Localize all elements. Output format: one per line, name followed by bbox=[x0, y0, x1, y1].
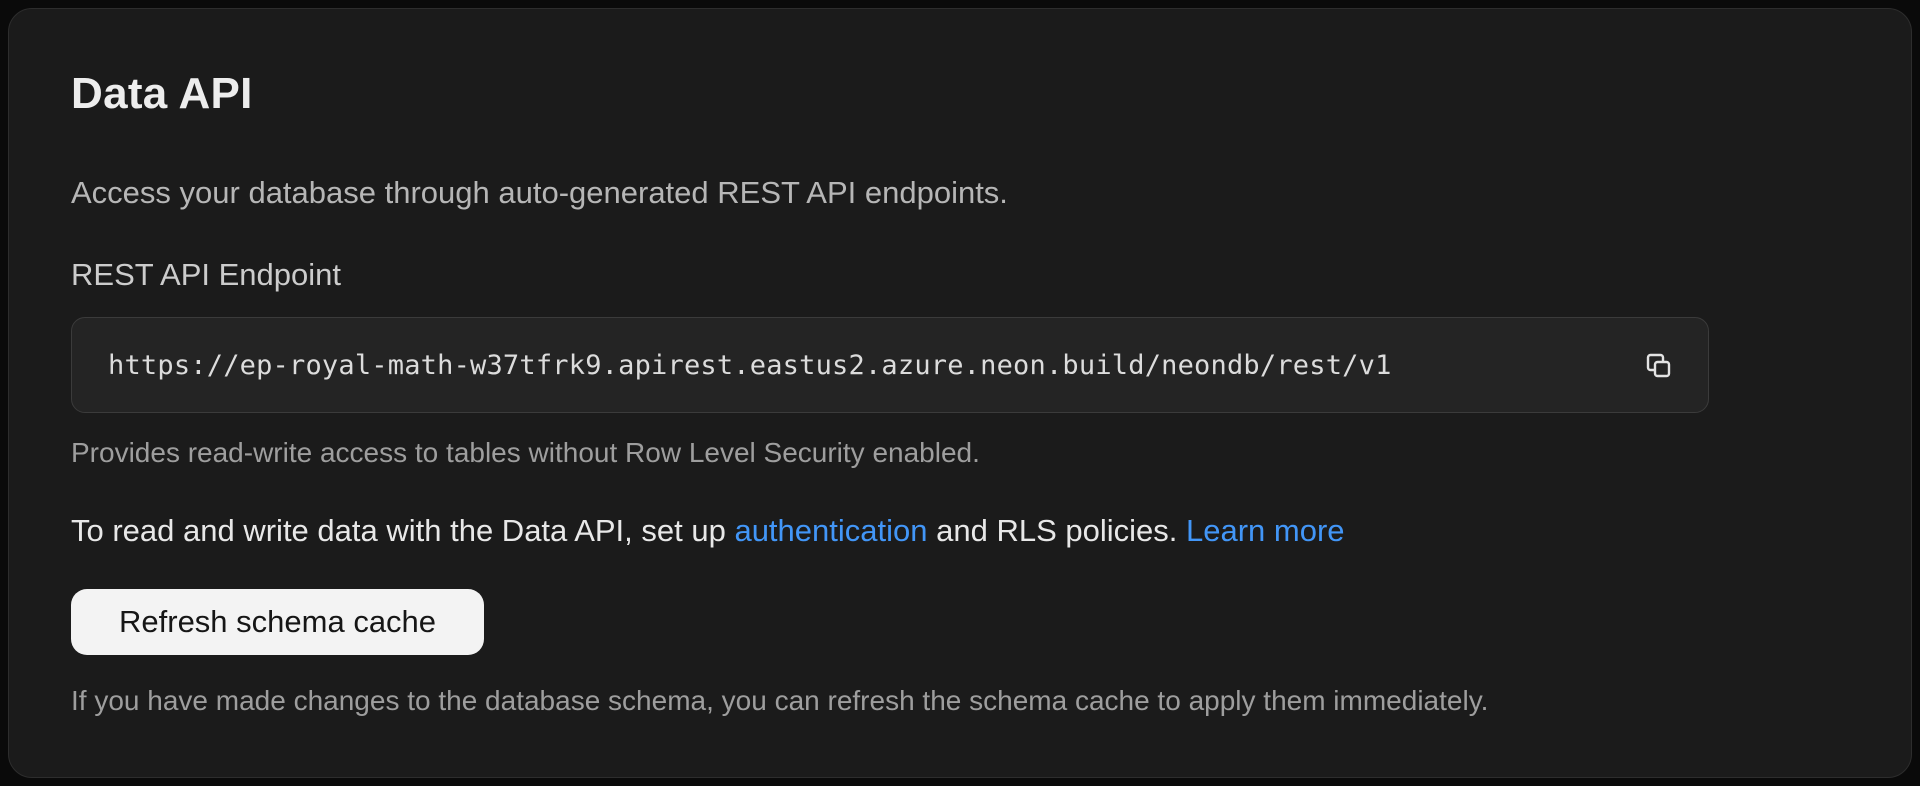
rls-info-text-before: To read and write data with the Data API… bbox=[71, 513, 735, 548]
schema-cache-helper-text: If you have made changes to the database… bbox=[71, 685, 1489, 716]
authentication-link[interactable]: authentication bbox=[734, 513, 928, 548]
data-api-card: Data API Access your database through au… bbox=[8, 8, 1912, 778]
page-subtitle: Access your database through auto-genera… bbox=[71, 175, 1008, 210]
endpoint-helper-text: Provides read-write access to tables wit… bbox=[71, 437, 980, 468]
copy-icon bbox=[1642, 349, 1674, 381]
learn-more-link[interactable]: Learn more bbox=[1185, 513, 1345, 548]
rls-info-text-middle: and RLS policies. bbox=[927, 513, 1186, 548]
refresh-schema-cache-button[interactable]: Refresh schema cache bbox=[71, 589, 485, 655]
endpoint-url-value: https://ep-royal-math-w37tfrk9.apirest.e… bbox=[108, 349, 1392, 381]
rest-api-endpoint-label: REST API Endpoint bbox=[71, 257, 341, 292]
rest-api-endpoint-field: https://ep-royal-math-w37tfrk9.apirest.e… bbox=[71, 317, 1709, 413]
copy-endpoint-button[interactable] bbox=[1634, 341, 1682, 389]
page-title: Data API bbox=[71, 69, 253, 118]
rls-info-text: To read and write data with the Data API… bbox=[71, 511, 1849, 551]
